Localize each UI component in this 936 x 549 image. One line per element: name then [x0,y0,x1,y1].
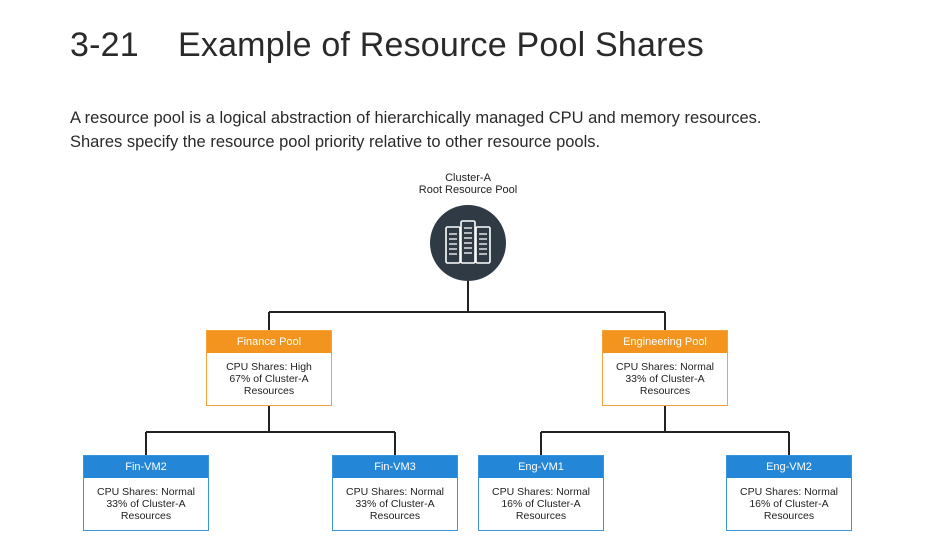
description-line-1: A resource pool is a logical abstraction… [70,109,762,127]
vm-header: Fin-VM2 [84,456,208,478]
vm-resources-label: Resources [120,510,172,522]
vm-header: Eng-VM2 [727,456,851,478]
slide-heading: Example of Resource Pool Shares [178,26,704,64]
fin-vm2-box: Fin-VM2 CPU Shares: Normal 33% of Cluste… [83,455,209,531]
pool-header: Finance Pool [207,331,331,353]
pool-resources-label: Resources [243,385,295,397]
vm-details: CPU Shares: Normal 16% of Cluster-A Reso… [727,478,851,522]
pool-cpu-shares: CPU Shares: Normal [615,361,715,373]
pool-cpu-shares: CPU Shares: High [226,361,312,373]
description-line-2: Shares specify the resource pool priorit… [70,133,601,151]
fin-vm3-box: Fin-VM3 CPU Shares: Normal 33% of Cluste… [332,455,458,531]
root-resource-pool-label: Cluster-A Root Resource Pool [388,172,548,196]
pool-resources-label: Resources [639,385,691,397]
engineering-pool-box: Engineering Pool CPU Shares: Normal 33% … [602,330,728,406]
vm-header: Eng-VM1 [479,456,603,478]
vm-cpu-shares: CPU Shares: Normal [739,486,839,498]
pool-header: Engineering Pool [603,331,727,353]
root-label-line-1: Cluster-A [445,172,491,184]
eng-vm2-box: Eng-VM2 CPU Shares: Normal 16% of Cluste… [726,455,852,531]
vm-header: Fin-VM3 [333,456,457,478]
vm-details: CPU Shares: Normal 33% of Cluster-A Reso… [333,478,457,522]
vm-cpu-shares: CPU Shares: Normal [491,486,591,498]
vm-percentage: 33% of Cluster-A [355,498,435,510]
eng-vm1-box: Eng-VM1 CPU Shares: Normal 16% of Cluste… [478,455,604,531]
pool-details: CPU Shares: High 67% of Cluster-A Resour… [207,353,331,397]
vm-details: CPU Shares: Normal 16% of Cluster-A Reso… [479,478,603,522]
pool-percentage: 33% of Cluster-A [625,373,705,385]
pool-details: CPU Shares: Normal 33% of Cluster-A Reso… [603,353,727,397]
slide-title: 3-21 Example of Resource Pool Shares [70,26,704,65]
vm-percentage: 16% of Cluster-A [501,498,581,510]
pool-percentage: 67% of Cluster-A [229,373,309,385]
finance-pool-box: Finance Pool CPU Shares: High 67% of Clu… [206,330,332,406]
vm-cpu-shares: CPU Shares: Normal [345,486,445,498]
vm-resources-label: Resources [763,510,815,522]
vm-cpu-shares: CPU Shares: Normal [96,486,196,498]
vm-resources-label: Resources [369,510,421,522]
server-rack-icon [430,205,506,281]
vm-resources-label: Resources [515,510,567,522]
vm-percentage: 16% of Cluster-A [749,498,829,510]
vm-percentage: 33% of Cluster-A [106,498,186,510]
slide-description: A resource pool is a logical abstraction… [70,106,890,154]
slide-number: 3-21 [70,26,139,64]
root-label-line-2: Root Resource Pool [418,184,518,196]
vm-details: CPU Shares: Normal 33% of Cluster-A Reso… [84,478,208,522]
